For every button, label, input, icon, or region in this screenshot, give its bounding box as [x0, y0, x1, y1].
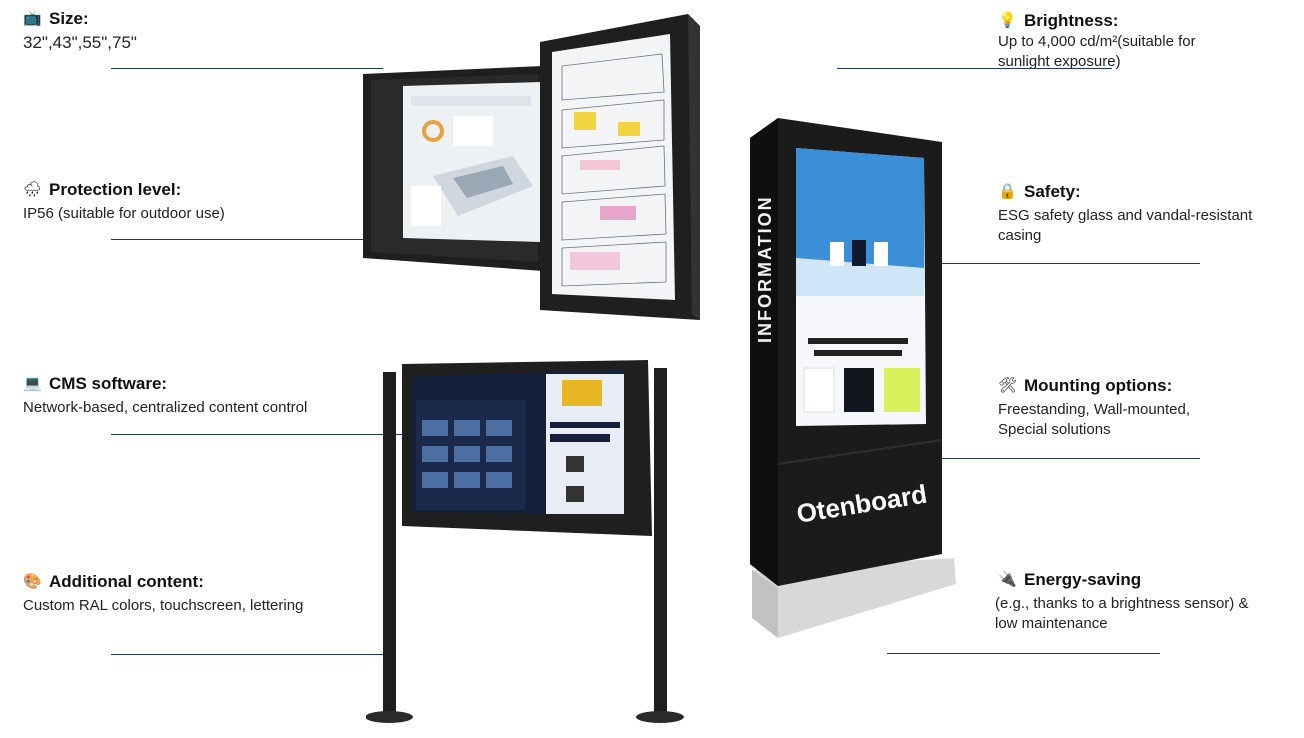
- connector-line: [111, 434, 421, 435]
- connector-line: [111, 654, 383, 655]
- feature-desc: Up to 4,000 cd/m²(suitable for sunlight …: [998, 33, 1196, 70]
- connector-line: [887, 653, 1160, 654]
- wall-display-portrait: [540, 14, 702, 322]
- tools-icon: 🛠: [998, 377, 1018, 394]
- feature-title: Brightness:: [1024, 11, 1119, 30]
- lock-icon: 🔒: [998, 183, 1017, 200]
- freestanding-display-graphic: [365, 360, 684, 723]
- feature-mounting: 🛠 Mounting options: Freestanding, Wall-m…: [998, 376, 1288, 440]
- feature-safety: 🔒 Safety: ESG safety glass and vandal-re…: [998, 182, 1288, 246]
- wall-display-portrait-graphic: [540, 14, 700, 320]
- connector-line: [928, 263, 1200, 264]
- kiosk-side-text: INFORMATION: [755, 195, 775, 343]
- connector-line: [111, 68, 383, 69]
- feature-protection: 🌧 Protection level: IP56 (suitable for o…: [23, 180, 363, 224]
- feature-desc: 32",43",55",75": [23, 33, 137, 52]
- plug-icon: 🔌: [998, 571, 1017, 588]
- feature-title: CMS software:: [49, 374, 168, 393]
- wall-display-landscape-graphic: [363, 66, 543, 271]
- feature-desc: Freestanding, Wall-mounted, Special solu…: [998, 401, 1191, 438]
- palette-icon: 🎨: [23, 573, 42, 590]
- feature-title: Mounting options:: [1024, 376, 1173, 395]
- feature-cms: 💻 CMS software: Network-based, centraliz…: [23, 374, 363, 418]
- feature-title: Size:: [49, 9, 89, 28]
- freestanding-display: [365, 360, 686, 725]
- feature-title: Protection level:: [49, 180, 182, 199]
- feature-brightness: 💡 Brightness: Up to 4,000 cd/m²(suitable…: [998, 11, 1278, 72]
- feature-desc: (e.g., thanks to a brightness sensor) & …: [995, 595, 1249, 632]
- feature-title: Energy-saving: [1024, 570, 1142, 589]
- feature-desc: IP56 (suitable for outdoor use): [23, 205, 225, 222]
- feature-desc: ESG safety glass and vandal-resistant ca…: [998, 207, 1253, 244]
- wall-display-landscape: [363, 66, 563, 271]
- feature-title: Additional content:: [49, 572, 204, 591]
- kiosk-totem: INFORMATION Otenboard: [748, 118, 960, 640]
- connector-line: [111, 239, 411, 240]
- feature-title: Safety:: [1024, 182, 1081, 201]
- feature-energy: 🔌 Energy-saving (e.g., thanks to a brigh…: [995, 570, 1288, 634]
- lightbulb-icon: 💡: [998, 12, 1017, 29]
- feature-additional: 🎨 Additional content: Custom RAL colors,…: [23, 572, 363, 616]
- kiosk-totem-graphic: [750, 118, 956, 638]
- connector-line: [928, 458, 1200, 459]
- monitor-icon: 📺: [23, 10, 42, 27]
- feature-desc: Network-based, centralized content contr…: [23, 399, 308, 416]
- feature-size: 📺 Size: 32",43",55",75": [23, 9, 343, 53]
- rain-cloud-icon: 🌧: [23, 181, 43, 198]
- connector-line: [837, 68, 1112, 69]
- feature-desc: Custom RAL colors, touchscreen, letterin…: [23, 597, 304, 614]
- laptop-icon: 💻: [23, 375, 42, 392]
